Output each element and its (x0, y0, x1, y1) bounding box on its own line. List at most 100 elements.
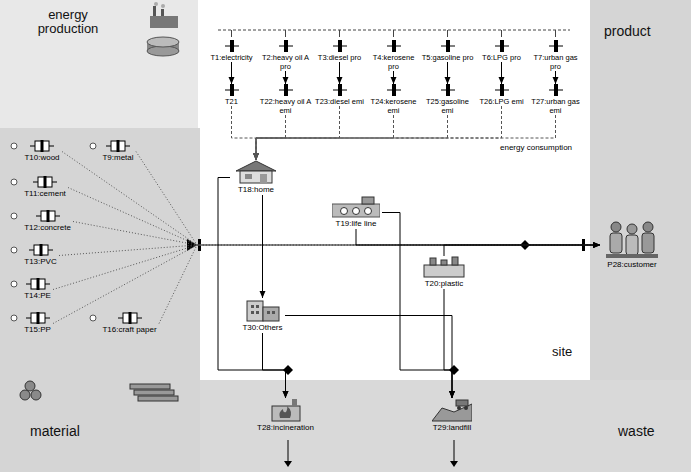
energy-icon (147, 2, 179, 56)
land-icon (432, 404, 472, 421)
energy-flow-line (256, 106, 502, 160)
material-place (11, 213, 17, 219)
mat-icon (118, 312, 142, 324)
flow-connector (262, 195, 263, 298)
energy-icon (161, 9, 164, 16)
people-icon (626, 235, 638, 255)
node-label: T29:landfill (430, 423, 474, 433)
trans-icon (284, 40, 288, 52)
mat-icon (44, 176, 47, 188)
node-label: T21 (205, 97, 258, 106)
trans-icon (338, 40, 342, 52)
material-node: T13:PVC (22, 244, 59, 267)
bldg-icon (272, 311, 275, 314)
flow-connector (444, 289, 452, 398)
material-place (11, 143, 17, 149)
energy-icon (150, 16, 178, 28)
bldg-icon (256, 305, 259, 308)
flow-connector (285, 316, 452, 399)
energy-icon (147, 37, 179, 47)
material-node: T10:wood (22, 140, 62, 163)
bldg-icon (256, 311, 259, 314)
node-label: T22:heavy oil A emi (259, 97, 312, 115)
node-label: P28:customer (600, 260, 664, 270)
flow-label: energy consumption (500, 143, 572, 153)
supply-line (393, 30, 394, 37)
trans-icon (392, 84, 396, 96)
node-label: T2:heavy oil A pro (259, 53, 312, 71)
trans-icon (387, 84, 401, 96)
material-place (90, 315, 96, 321)
plastic-icon (452, 257, 458, 265)
material-place (11, 315, 17, 321)
material-icon (138, 396, 178, 401)
trans-icon (500, 84, 504, 96)
flow-connector (339, 62, 340, 84)
node-label: T30:Others (240, 323, 285, 333)
mat-icon (29, 244, 53, 256)
trans-icon (230, 84, 234, 96)
material-place (90, 143, 96, 149)
node-label: T16:craft paper (100, 325, 159, 335)
node-label: T25:gasoline emi (421, 97, 474, 115)
material-place (11, 179, 17, 185)
transition-node: T4:kerosene pro (367, 40, 420, 71)
node-label: T18:home (230, 185, 282, 195)
material-icon (25, 381, 35, 391)
trans-icon (495, 40, 509, 52)
process-node: T19:life line (330, 196, 382, 229)
trans-icon (446, 40, 450, 52)
bldg-icon (251, 311, 254, 314)
trans-icon (549, 40, 563, 52)
region-label: material (30, 424, 80, 439)
trans-icon (225, 84, 239, 96)
people-icon (642, 233, 654, 253)
region-fill (0, 0, 198, 128)
pipe-icon (332, 204, 380, 217)
energy-flow-line (256, 115, 556, 160)
supply-line (339, 30, 340, 37)
material-flow-line (53, 245, 600, 324)
material-node: T16:craft paper (100, 312, 159, 335)
transition-node: T21 (205, 84, 258, 106)
fire-icon (292, 399, 297, 407)
trans-icon (554, 40, 558, 52)
house-icon (260, 174, 267, 183)
node-label: T19:life line (330, 219, 382, 229)
flow-connector (231, 62, 232, 84)
node-label: T4:kerosene pro (367, 53, 420, 71)
mat-icon (123, 313, 137, 323)
node-label: T24:kerosene emi (367, 97, 420, 115)
material-place (11, 247, 17, 253)
trans-icon (284, 84, 288, 96)
node-label: T3:diesel pro (313, 53, 366, 62)
mat-icon (30, 140, 54, 152)
people-icon (606, 254, 658, 258)
node-label: T11:cement (22, 189, 68, 199)
people-icon (602, 219, 662, 259)
flow-connector (447, 62, 448, 84)
mat-icon (33, 176, 57, 188)
flow-connector (356, 229, 600, 245)
flow-connector (218, 178, 286, 399)
supply-line (218, 30, 570, 37)
material-flow-line (62, 152, 600, 246)
node-label: T9:metal (100, 153, 136, 163)
node-label: T26:LPG emi (475, 97, 528, 106)
process-node: T20:plastic (420, 256, 468, 289)
flow-connector (382, 213, 452, 399)
supply-line (501, 30, 502, 37)
energy-icon (153, 6, 156, 16)
process-node: T29:landfill (430, 398, 474, 433)
material-flow-line (159, 245, 600, 324)
mat-icon (41, 140, 44, 152)
house-icon (236, 161, 276, 171)
trans-icon (230, 40, 234, 52)
pipe-icon (365, 208, 372, 215)
process-node: T18:home (230, 160, 282, 195)
mat-icon (39, 244, 42, 256)
material-flow-line (53, 245, 600, 290)
